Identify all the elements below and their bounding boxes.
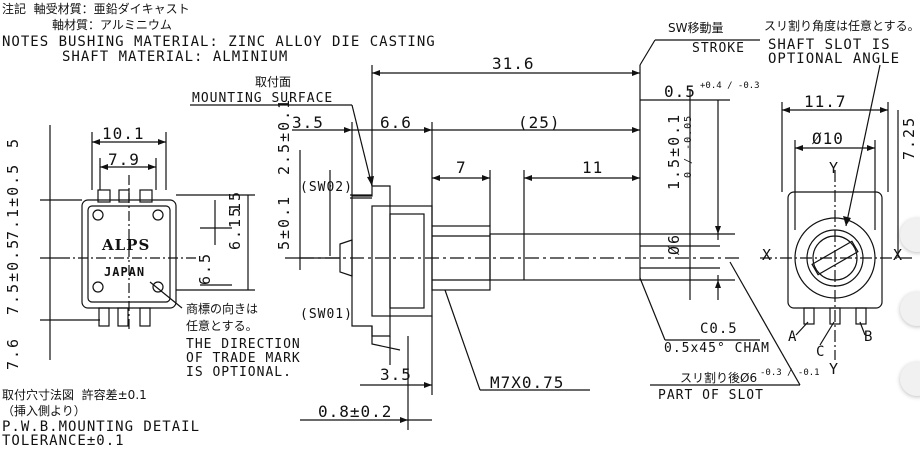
axis-y-bottom: Y [829,360,840,378]
pcb-en-tolerance: TOLERANCE±0.1 [2,433,125,449]
mounting-surface-en: MOUNTING SURFACE [192,91,334,106]
slot-en: PART OF SLOT [658,388,764,403]
side-dim-d: 7 [456,158,467,177]
side-dim-vert-2: 2.5±0.1 [275,97,293,175]
front-dim-top-inner: 7.9 [108,150,140,169]
front-dim-left-1: 5 [4,136,22,148]
pcb-jp-sub: （挿入側より） [2,404,86,418]
stroke-tolerance: +0.4 / -0.3 [700,81,760,91]
trademark-en-1: THE DIRECTION [186,337,301,352]
chamfer-label-1: C0.5 [700,321,738,337]
end-dim-diameter: Ø10 [812,129,844,148]
front-dim-left-4: 7.6 [4,336,22,370]
sw-travel-en: STROKE [692,41,745,56]
alps-logo: ALPS [102,236,151,254]
end-dim-height: 7.25 [900,115,918,160]
side-dim-bottom-2: 0.8±0.2 [318,402,393,421]
notes-en-line-2: SHAFT MATERIAL: ALMINIUM [62,49,289,65]
sw-travel-jp: SW移動量 [668,21,724,35]
trademark-jp-1: 商標の向きは [186,302,259,316]
slot-angle-note-jp: スリ割り角度は任意とする。 [764,19,920,33]
front-dim-top-outer: 10.1 [102,124,145,143]
slot-angle-note-en-2: OPTIONAL ANGLE [768,51,901,67]
trademark-en-2: OF TRADE MARK [186,351,301,366]
thread-spec: M7X0.75 [490,373,565,392]
front-dim-right-3: 15 [226,189,244,212]
front-dim-right-2: 6.5 [196,251,214,285]
trademark-jp-2: 任意とする。 [186,319,258,333]
axis-x-left: X [762,246,773,264]
side-dim-shaft-dia: Ø6 [665,232,683,255]
viewer-more-button[interactable] [900,362,920,396]
front-dim-right-1: 6.15 [226,205,244,250]
pin-c-label: C [816,344,826,360]
slot-jp: スリ割り後Ø6 [680,371,758,385]
side-dim-a: 3.5 [292,113,324,132]
notes-en-line-1: NOTES BUSHING MATERIAL: ZINC ALLOY DIE C… [2,34,436,50]
slot-angle-note-en-1: SHAFT SLOT IS [768,37,891,53]
pcb-jp-title: 取付穴寸法図 許容差±0.1 [2,388,147,402]
side-dim-c: (25) [518,113,561,132]
side-dim-vert-1: 5±0.1 [275,194,293,250]
side-dim-bottom-1: 3.5 [380,365,412,384]
side-view-bushing [371,205,433,317]
front-dim-left-2: 7.1±0.5 [4,162,22,240]
notes-jp-line-2: 軸材質：アルミニウム [52,18,172,32]
sw02-label: (SW02) [300,180,353,195]
side-dim-shaft-tol: 0 / -0.05 [683,114,694,178]
notes-jp-line-1: 注記 軸受材質：亜鉛ダイキャスト [2,2,190,16]
mounting-surface-jp: 取付面 [255,75,292,89]
axis-x-right: X [893,246,904,264]
stroke-value: 0.5 [664,82,696,101]
chamfer-label-2: 0.5x45° CHAM [664,341,770,356]
viewer-zoom-out-button[interactable] [900,292,920,326]
japan-marking: JAPAN [104,265,146,279]
axis-y-top: Y [829,159,840,177]
end-dim-width: 11.7 [804,92,847,111]
front-dim-left-3: 7.5±0.5 [4,237,22,315]
viewer-zoom-in-button[interactable] [900,218,920,252]
side-dim-total-length: 31.6 [492,54,535,73]
pcb-en-title: P.W.B.MOUNTING DETAIL [2,419,201,435]
side-dim-e: 11 [582,158,604,177]
trademark-en-3: IS OPTIONAL. [186,365,292,380]
side-dim-b: 6.6 [380,113,412,132]
pin-b-label: B [864,329,874,345]
slot-tolerance: -0.3 / -0.1 [760,368,820,378]
sw01-label: (SW01) [300,307,353,322]
side-dim-vert-3: 1.5±0.1 [665,112,683,190]
pin-a-label: A [788,329,798,345]
side-view-shaft [489,233,641,281]
